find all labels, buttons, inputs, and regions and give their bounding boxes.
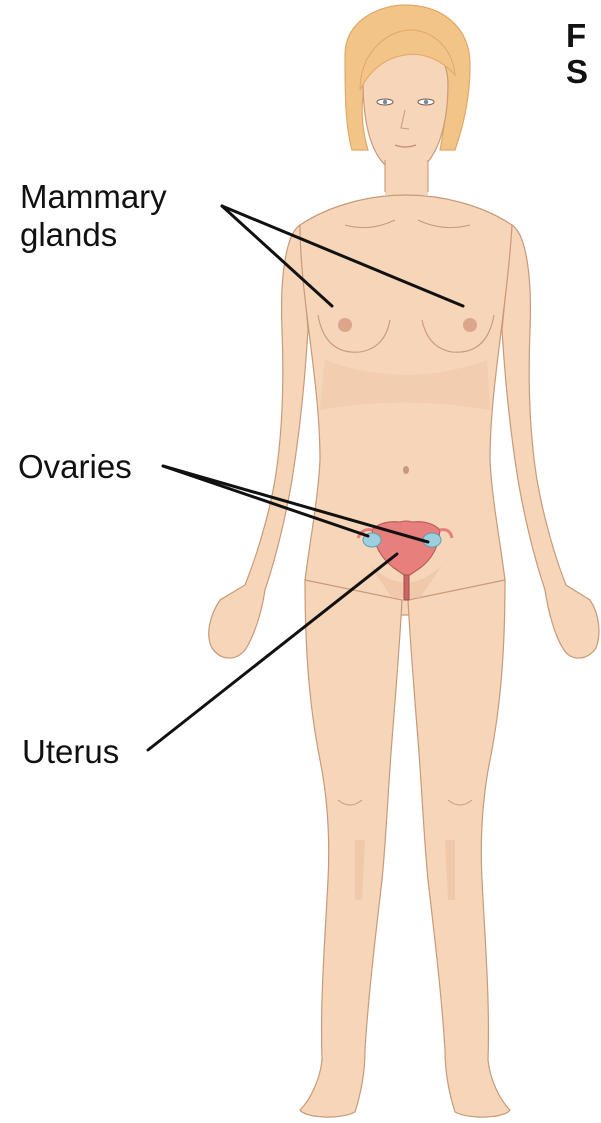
right-arm — [502, 225, 599, 658]
left-arm — [209, 225, 308, 658]
left-leg — [300, 580, 402, 1117]
title-fragment: F S — [566, 18, 588, 90]
areola-left — [338, 318, 352, 332]
uterus-label: Uterus — [22, 733, 119, 771]
mammary-glands-label: Mammary glands — [20, 178, 167, 254]
right-leg — [408, 580, 510, 1117]
ovaries-label: Ovaries — [18, 448, 132, 486]
areola-right — [463, 318, 477, 332]
